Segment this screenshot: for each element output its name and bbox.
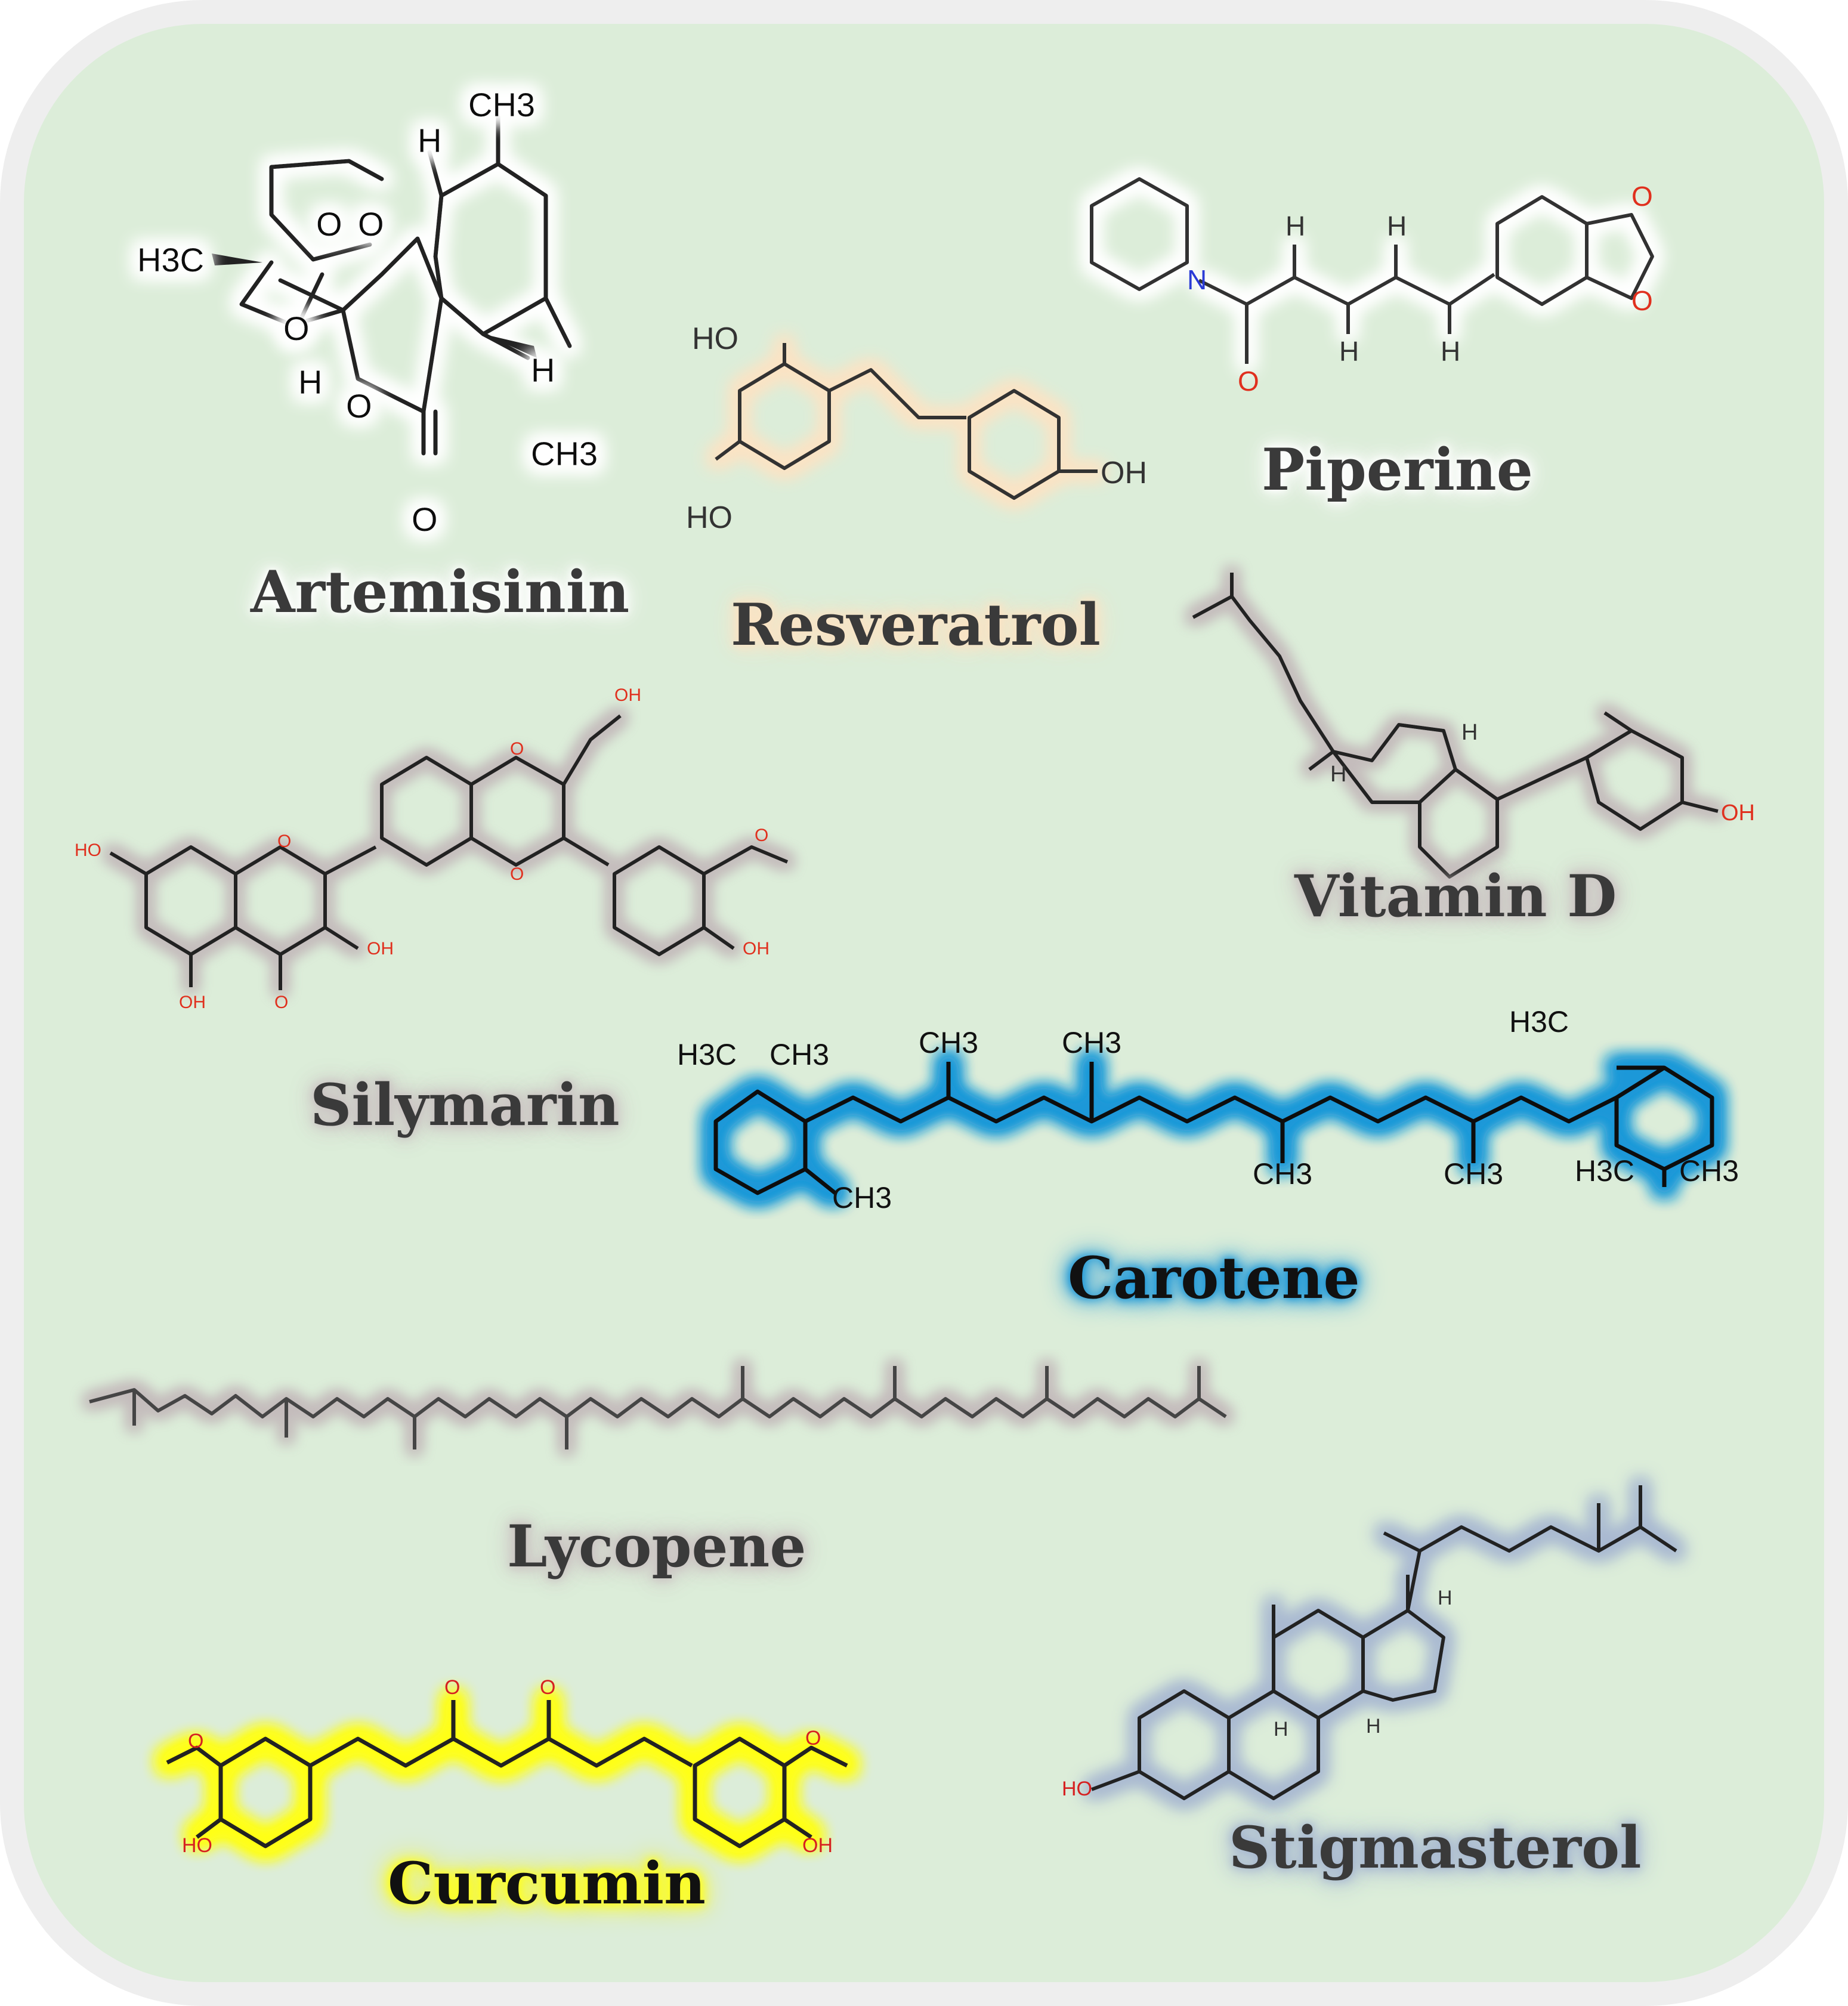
artemisinin-ch3-top: CH3 — [468, 86, 535, 123]
artemisinin-o1: O — [316, 205, 342, 243]
vitamin-d-h2: H — [1461, 720, 1478, 745]
carotene-ch3-5: CH3 — [1253, 1157, 1312, 1191]
stigmasterol-h1: H — [1274, 1718, 1288, 1741]
carotene-ch3-1: CH3 — [770, 1038, 829, 1071]
label-silymarin: Silymarin — [310, 1071, 620, 1139]
silymarin-o-diox1: O — [510, 739, 524, 759]
stigmasterol-ho: HO — [1062, 1778, 1092, 1800]
piperine-h4: H — [1441, 336, 1460, 367]
curcumin-o-methoxy1: O — [188, 1730, 203, 1752]
carotene-atoms: H3C CH3 CH3 CH3 CH3 CH3 CH3 H3C H3C CH3 — [677, 1005, 1739, 1214]
piperine-structure — [1090, 177, 1654, 364]
curcumin-ho: HO — [182, 1834, 212, 1857]
figure-panel — [24, 24, 1824, 1982]
label-carotene: Carotene — [1068, 1244, 1360, 1312]
artemisinin-h-right: H — [531, 351, 555, 389]
resveratrol-atoms: HO HO OH — [686, 322, 1147, 535]
label-vitamin-d: Vitamin D — [1294, 863, 1617, 930]
artemisinin-wedges — [212, 254, 537, 358]
piperine-h2: H — [1339, 336, 1359, 367]
piperine-atoms: N O H H H H O O — [1187, 181, 1653, 397]
silymarin-structure — [109, 714, 789, 990]
silymarin-o-ring: O — [277, 832, 291, 851]
label-resveratrol: Resveratrol — [731, 591, 1101, 659]
piperine-n: N — [1187, 264, 1207, 295]
curcumin-oh: OH — [802, 1834, 833, 1857]
vitamin-d-h1: H — [1330, 762, 1346, 787]
stigmasterol-h3: H — [1438, 1587, 1453, 1609]
stigmasterol-structure — [1090, 1485, 1677, 1800]
lycopene-structure — [89, 1366, 1227, 1449]
carotene-ch3-2: CH3 — [919, 1026, 978, 1059]
curcumin-o-keto1: O — [444, 1676, 460, 1699]
silymarin-o-diox2: O — [510, 864, 524, 884]
artemisinin-o2: O — [358, 205, 384, 243]
silymarin-oh-phenol: OH — [743, 939, 770, 959]
carotene-ch3-6: CH3 — [1444, 1157, 1503, 1191]
carotene-ch3-3: CH3 — [1062, 1026, 1121, 1059]
piperine-h1: H — [1285, 211, 1305, 242]
carotene-ch3-7: CH3 — [1679, 1154, 1739, 1188]
vitamin-d-atoms: OH H H — [1330, 720, 1755, 826]
piperine-o: O — [1238, 366, 1259, 397]
stigmasterol-h2: H — [1366, 1715, 1381, 1738]
silymarin-oh-5: OH — [179, 993, 206, 1012]
carotene-structure — [713, 1062, 1714, 1195]
artemisinin-ch3-bottom: CH3 — [531, 435, 598, 472]
artemisinin-h-left: H — [298, 363, 322, 401]
resveratrol-ho-bottom: HO — [686, 500, 733, 535]
label-piperine: Piperine — [1262, 436, 1533, 503]
label-artemisinin: Artemisinin — [251, 558, 630, 626]
artemisinin-o3: O — [283, 310, 310, 347]
carotene-h3c-1: H3C — [677, 1038, 737, 1071]
resveratrol-ho-top: HO — [692, 322, 738, 356]
curcumin-o-methoxy2: O — [805, 1727, 821, 1750]
artemisinin-h-top: H — [418, 122, 441, 159]
curcumin-structure — [166, 1700, 848, 1849]
silymarin-oh-ch2: OH — [614, 685, 641, 705]
piperine-h3: H — [1387, 211, 1407, 242]
label-lycopene: Lycopene — [507, 1513, 806, 1580]
artemisinin-atoms: CH3 H H3C O O O H O O H CH3 — [137, 86, 598, 538]
artemisinin-wedge-1 — [212, 254, 262, 265]
piperine-o2: O — [1631, 181, 1653, 212]
resveratrol-oh: OH — [1101, 456, 1147, 490]
silymarin-atoms: HO O OH O OH O O OH O OH — [75, 685, 770, 1012]
artemisinin-structure — [239, 114, 572, 456]
curcumin-o-keto2: O — [540, 1676, 555, 1699]
carotene-h3c-3: H3C — [1575, 1154, 1634, 1188]
artemisinin-wedge-2 — [483, 334, 537, 358]
silymarin-o-methoxy: O — [755, 826, 768, 845]
vitamin-d-oh: OH — [1721, 800, 1755, 826]
stigmasterol-atoms: HO H H H — [1062, 1587, 1453, 1800]
artemisinin-h3c: H3C — [137, 241, 204, 279]
silymarin-ho-left: HO — [75, 840, 101, 860]
artemisinin-o-carbonyl: O — [412, 500, 438, 538]
resveratrol-structure — [715, 343, 1098, 500]
silymarin-o-keto: O — [274, 993, 288, 1012]
label-stigmasterol: Stigmasterol — [1229, 1814, 1642, 1881]
curcumin-atoms: HO O O O O OH — [182, 1676, 833, 1857]
vitamin-d-structure — [1192, 573, 1719, 879]
silymarin-oh-3: OH — [367, 939, 394, 959]
piperine-o3: O — [1631, 285, 1653, 316]
label-curcumin: Curcumin — [388, 1850, 706, 1917]
carotene-h3c-2: H3C — [1509, 1005, 1569, 1038]
carotene-ch3-4: CH3 — [832, 1181, 892, 1214]
artemisinin-o4: O — [346, 387, 372, 425]
